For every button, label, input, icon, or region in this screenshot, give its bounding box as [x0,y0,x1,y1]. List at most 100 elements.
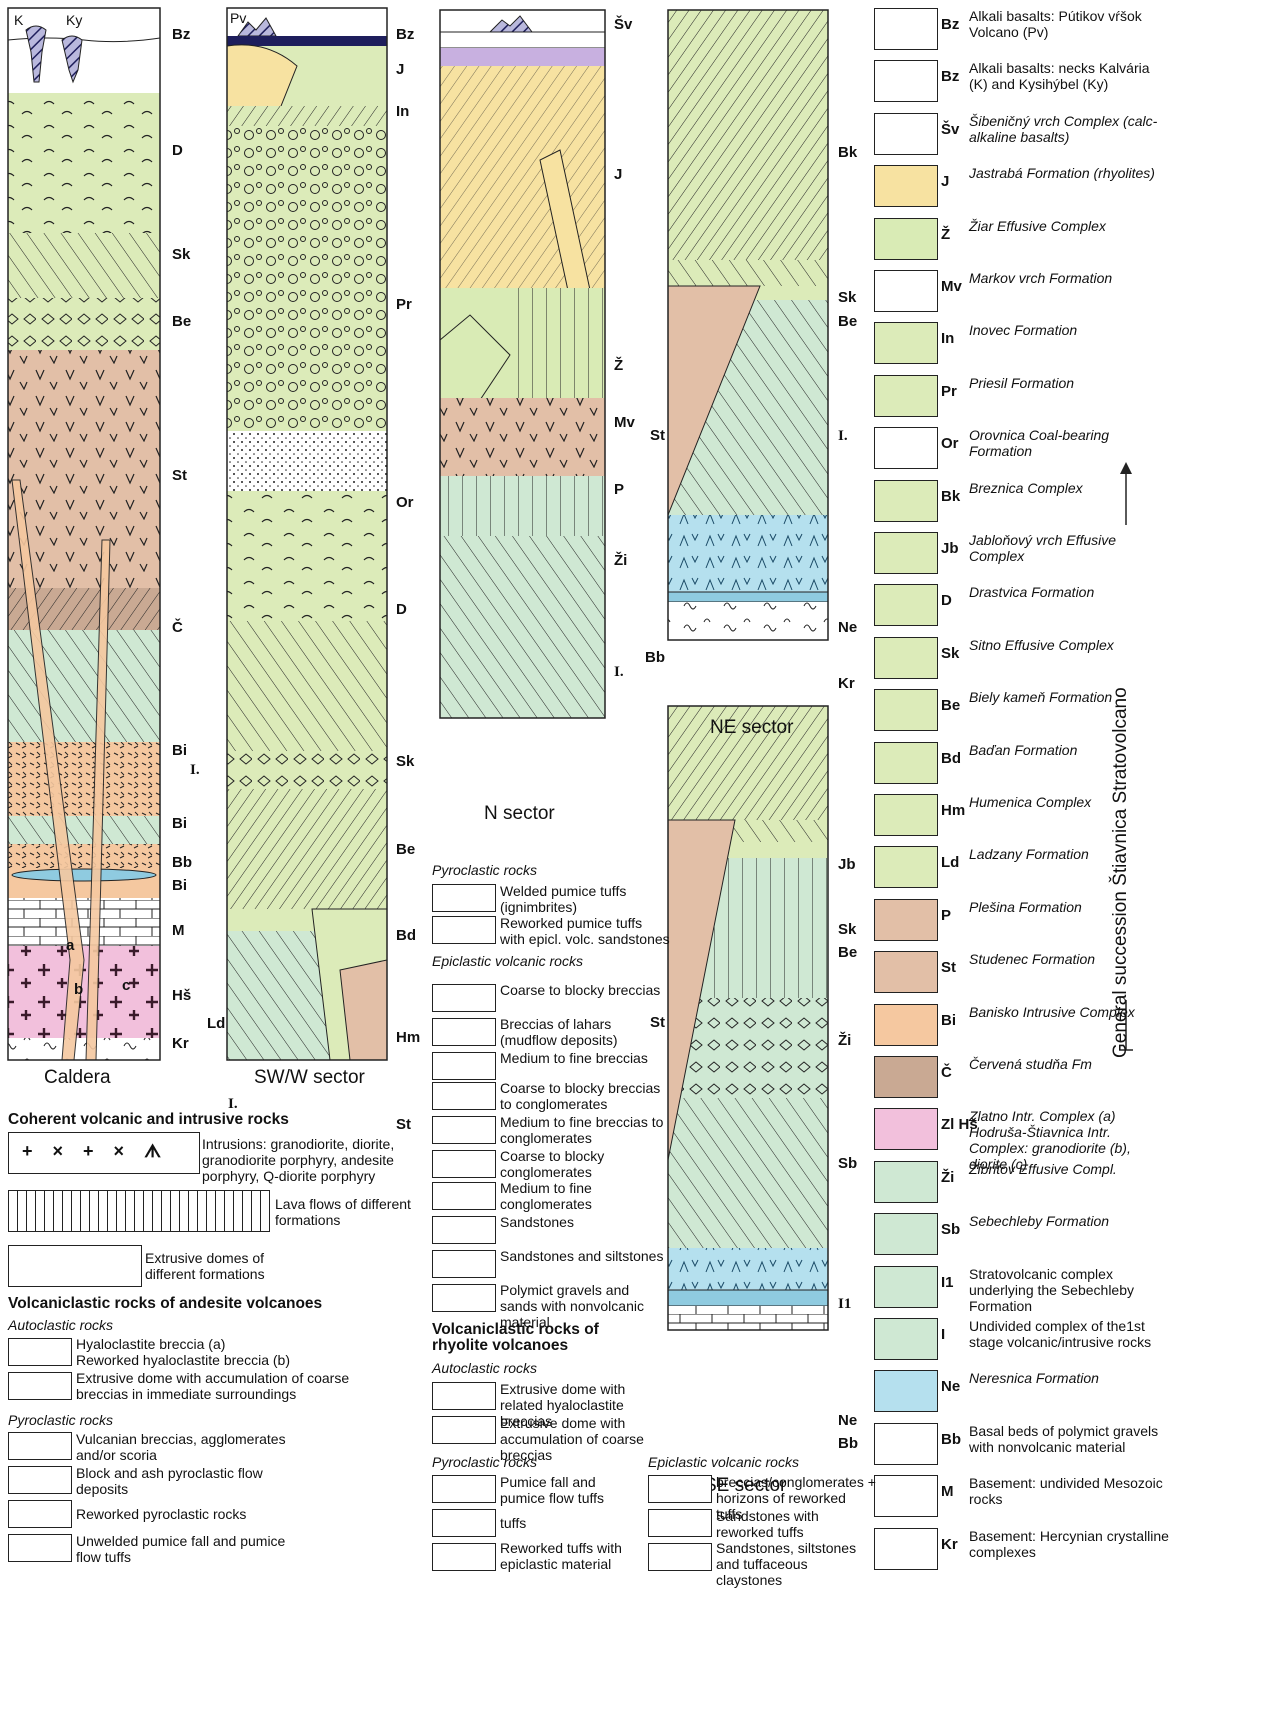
tuffs-swatch [432,1509,496,1537]
legend-description: Drastvica Formation [969,584,1169,600]
legend-description: Studenec Formation [969,951,1169,967]
key-tuffs: tuffs [500,1515,526,1531]
legend-code: I1 [941,1274,954,1291]
se-label-i1: I1 [838,1296,851,1312]
ne-label-bb: Bb [645,650,665,666]
caldera-label-bb: Bb [172,855,192,871]
ne-label-bk: Bk [838,145,857,161]
epiclastic-item: Sandstones and siltstones [500,1248,670,1264]
legend-code: Ž [941,226,950,243]
legend-swatch [874,480,938,522]
legend-code: Jb [941,540,959,557]
legend-description: Červená studňa Fm [969,1056,1169,1072]
key-sandstones-clay: Sandstones, siltstones and tuffaceous cl… [716,1540,876,1588]
legend-description: Sebechleby Formation [969,1213,1169,1229]
key-mid-epiclastic: Epiclastic volcanic rocks [432,953,583,969]
legend-swatch [874,1004,938,1046]
sw-label-in: In [396,104,409,120]
key-welded: Welded pumice tuffs (ignimbrites) [500,883,660,915]
epiclastic-item: Breccias of lahars (mudflow deposits) [500,1016,670,1048]
legend-swatch [874,1423,938,1465]
sw-label-j: J [396,62,404,78]
n-label-z: Ž [614,358,623,374]
legend-code: Hm [941,802,965,819]
epiclastic-swatch [432,984,496,1012]
key-pyroclastic: Pyroclastic rocks [8,1412,113,1428]
key-unwelded: Unwelded pumice fall and pumice flow tuf… [76,1533,306,1565]
key-dome-breccia: Extrusive dome with accumulation of coar… [76,1370,356,1402]
legend-swatch [874,1475,938,1517]
n-label-j: J [614,167,622,183]
legend-swatch [874,60,938,102]
dome-coarse-swatch [432,1416,496,1444]
sw-label-st: St [396,1117,411,1133]
legend-swatch [874,1370,938,1412]
ne-sector-column [668,10,828,640]
se-label-be: Be [838,945,857,961]
legend-description: Alkali basalts: necks Kalvária (K) and K… [969,60,1169,92]
legend-description: Žiar Effusive Complex [969,218,1169,234]
caldera-label-c: Č [172,620,183,636]
epiclastic-item: Coarse to blocky breccias to conglomerat… [500,1080,670,1112]
legend-description: Biely kameň Formation [969,689,1169,705]
legend-code: Ži [941,1169,954,1186]
sw-label-bd: Bd [396,928,416,944]
legend-description: Orovnica Coal-bearing Formation [969,427,1169,459]
sw-label-hm: Hm [396,1030,420,1046]
epiclastic-swatch [432,1116,496,1144]
legend-code: Č [941,1064,952,1081]
se-label-sb: Sb [838,1156,857,1172]
legend-code: Mv [941,278,962,295]
sw-label-bz: Bz [396,27,414,43]
key-intrusions: Intrusions: granodiorite, diorite, grano… [202,1136,412,1184]
legend-swatch [874,794,938,836]
caldera-label-be: Be [172,314,191,330]
se-label-sk: Sk [838,922,856,938]
breccias-conglo-swatch [648,1475,712,1503]
n-label-sv: Šv [614,17,632,33]
legend-description: Banisko Intrusive Complex [969,1004,1169,1020]
legend-description: Stratovolcanic complex underlying the Se… [969,1266,1169,1314]
dome-breccia-swatch [8,1372,72,1400]
legend-code: P [941,907,951,924]
legend-code: Bk [941,488,960,505]
legend-code: D [941,592,952,609]
legend-swatch [874,846,938,888]
n-label-i: I. [614,664,624,680]
key-autoclastic: Autoclastic rocks [8,1317,113,1333]
reworked-tuffs-swatch [432,1543,496,1571]
key-mid-autoclastic: Autoclastic rocks [432,1360,537,1376]
sw-label-or: Or [396,495,414,511]
key-mid-pyroclastic2: Pyroclastic rocks [432,1454,537,1470]
se-label-bb: Bb [838,1436,858,1452]
sandstones-clay-swatch [648,1543,712,1571]
dome-swatch [8,1245,142,1287]
legend-description: Neresnica Formation [969,1370,1169,1386]
key-hyalo-a: Hyaloclastite breccia (a) [76,1336,225,1352]
key-coherent-title: Coherent volcanic and intrusive rocks [8,1112,289,1128]
legend-description: Jabloňový vrch Effusive Complex [969,532,1169,564]
caldera-label-bi2: Bi [172,816,187,832]
legend-swatch [874,951,938,993]
legend-swatch [874,637,938,679]
key-domes: Extrusive domes of different formations [145,1250,295,1282]
block-ash-swatch [8,1466,72,1494]
epiclastic-item: Medium to fine breccias to conglomerates [500,1114,670,1146]
legend-description: Markov vrch Formation [969,270,1169,286]
legend-swatch [874,270,938,312]
legend-swatch [874,742,938,784]
sw-w-sector-column [227,8,387,1060]
legend-code: Bb [941,1431,961,1448]
sw-caption: SW/W sector [254,1070,365,1086]
lava-flow-swatch [8,1190,270,1232]
legend-code: St [941,959,956,976]
legend-code: In [941,330,954,347]
welded-swatch [432,884,496,912]
sw-label-d: D [396,602,407,618]
hyaloclastite-swatch [8,1338,72,1366]
n-label-p: P [614,482,624,498]
ne-label-ne: Ne [838,620,857,636]
key-reworked-tuffs: Reworked tuffs with epiclastic material [500,1540,630,1572]
caldera-label-bi3: Bi [172,878,187,894]
se-label-ne: Ne [838,1413,857,1429]
